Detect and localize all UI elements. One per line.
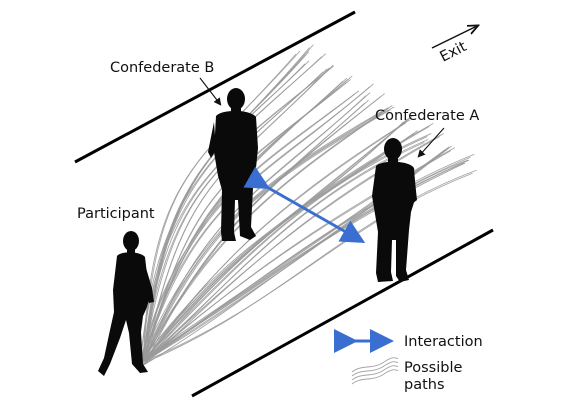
legend-path-line [351, 361, 399, 377]
legend-interaction-label: Interaction [404, 334, 483, 350]
possible-path-line [142, 156, 471, 363]
possible-path-line [142, 172, 473, 363]
legend-path-line [351, 369, 399, 385]
possible-path-line [142, 71, 324, 363]
corridor-wall-top [74, 10, 356, 164]
legend-path-line [351, 357, 399, 373]
confederate-b-pointer [199, 77, 222, 106]
possible-path-line [144, 159, 469, 365]
participant-label: Participant [77, 206, 155, 222]
possible-path-line [141, 153, 475, 366]
corridor-wall-bottom [191, 228, 494, 398]
participant-figure [98, 231, 154, 376]
possible-path-line [142, 67, 330, 363]
interaction-arrow [243, 166, 366, 243]
possible-paths [139, 44, 477, 366]
legend-path-line [351, 365, 399, 381]
legend: Interaction Possible paths [334, 329, 483, 393]
confederate-a-pointer [417, 127, 445, 158]
possible-path-line [142, 162, 465, 363]
exit-arrow [431, 26, 477, 49]
legend-paths-label-line2: paths [404, 377, 445, 393]
confederate-b-label: Confederate B [110, 60, 214, 76]
confederate-a-label: Confederate A [375, 108, 479, 124]
confederate-a-figure [372, 138, 417, 282]
legend-paths-swatch [351, 357, 399, 385]
legend-paths-label-line1: Possible [404, 360, 462, 376]
possible-path-line [145, 169, 477, 363]
possible-path-line [142, 63, 306, 363]
